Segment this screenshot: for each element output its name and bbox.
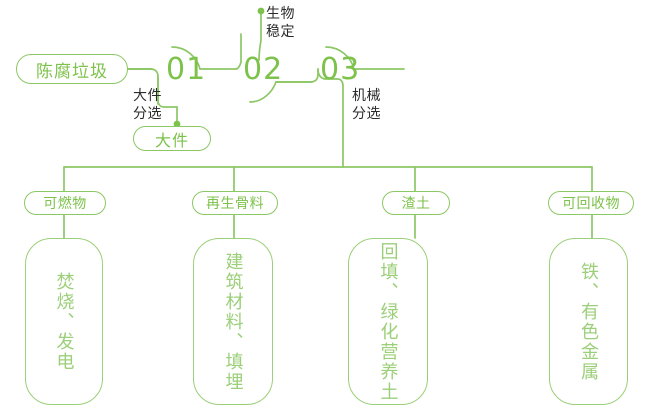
node-output-use-0[interactable]: 焚烧、发电 bbox=[25, 238, 103, 405]
output-use-text: 焚烧、发电 bbox=[53, 271, 75, 372]
wire-bio-riser bbox=[258, 11, 262, 61]
step-label-bio-stabilization: 生物 稳定 bbox=[266, 6, 295, 40]
node-output-use-3[interactable]: 铁、有色金属 bbox=[549, 238, 628, 405]
step-label-bulky-sorting: 大件 分选 bbox=[133, 88, 162, 122]
output-category-label: 渣土 bbox=[401, 196, 431, 212]
node-output-category-3[interactable]: 可回收物 bbox=[548, 191, 634, 215]
wire-step01-down bbox=[157, 76, 178, 125]
node-bulky-output[interactable]: 大件 bbox=[133, 126, 211, 151]
output-category-label: 可燃物 bbox=[43, 196, 87, 212]
dot-bio-endpoint bbox=[257, 7, 265, 15]
output-use-text: 建筑材料、填埋 bbox=[222, 251, 244, 392]
output-use-text: 回填、绿化营养土 bbox=[377, 241, 399, 402]
node-output-category-0[interactable]: 可燃物 bbox=[24, 191, 106, 215]
wire-step03-down bbox=[317, 68, 344, 168]
step-label-mechanical-sorting: 机械 分选 bbox=[352, 88, 381, 122]
node-bulky-output-label: 大件 bbox=[154, 130, 189, 150]
wire-into-step02 bbox=[235, 33, 242, 70]
output-use-text: 铁、有色金属 bbox=[578, 261, 599, 382]
node-source-label: 陈腐垃圾 bbox=[36, 61, 108, 82]
node-output-category-1[interactable]: 再生骨料 bbox=[192, 191, 278, 215]
arc-step01-top bbox=[171, 46, 237, 70]
step-number-02: 02 bbox=[243, 52, 284, 87]
arc-step03-top bbox=[325, 46, 405, 70]
step-number-01: 01 bbox=[166, 52, 207, 87]
node-output-use-2[interactable]: 回填、绿化营养土 bbox=[348, 238, 428, 405]
output-category-label: 可回收物 bbox=[562, 196, 620, 212]
step-number-03: 03 bbox=[320, 52, 361, 87]
node-source[interactable]: 陈腐垃圾 bbox=[16, 54, 128, 84]
node-output-use-1[interactable]: 建筑材料、填埋 bbox=[193, 238, 273, 405]
output-category-label: 再生骨料 bbox=[206, 196, 264, 212]
node-output-category-2[interactable]: 渣土 bbox=[382, 191, 450, 215]
